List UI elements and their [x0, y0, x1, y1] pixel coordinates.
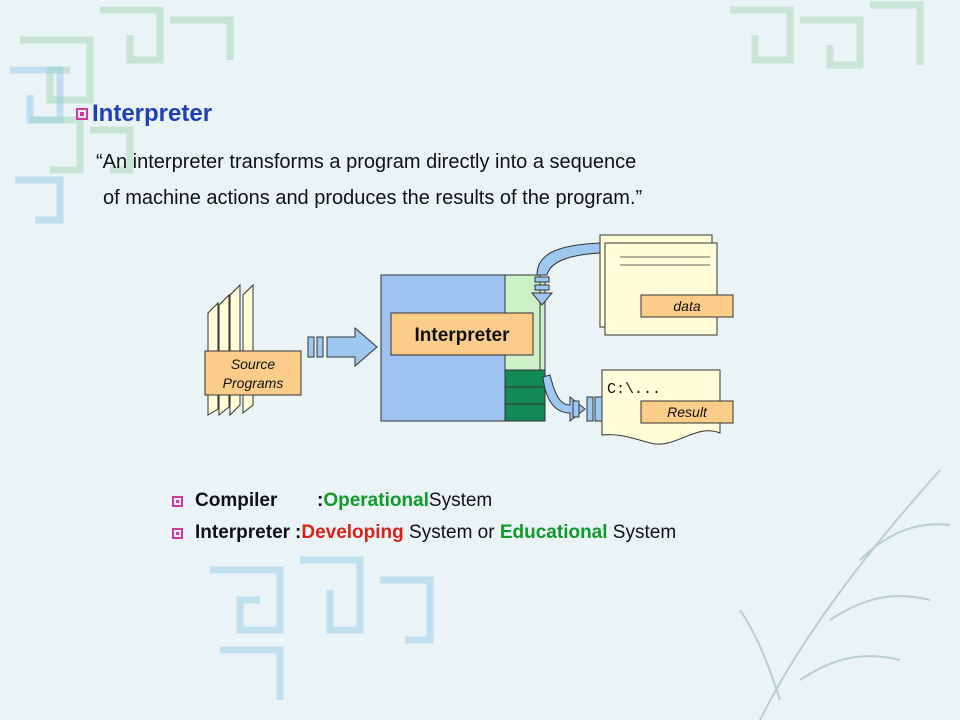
term-separator: : — [295, 522, 302, 543]
keyword-developing: Developing — [301, 522, 404, 543]
text-system: System — [607, 522, 677, 543]
input-arrow — [307, 326, 378, 368]
definition-quote: “An interpreter transforms a program dir… — [96, 144, 816, 216]
comparison-list: Compiler : Operational System Interprete… — [172, 485, 676, 549]
text-system: System — [428, 490, 493, 511]
source-programs-stack: Source Programs — [204, 283, 302, 417]
keyword-educational: Educational — [499, 522, 608, 543]
data-document: data — [599, 234, 734, 336]
slide-title: Interpreter — [76, 100, 212, 128]
list-item: Compiler : Operational System — [172, 485, 676, 517]
maze-pattern-bottom — [210, 556, 434, 700]
interpreter-label: Interpreter — [414, 325, 510, 346]
text-system-or: System or — [403, 522, 500, 543]
plant-branch-decoration — [739, 469, 951, 720]
square-bullet-icon — [172, 495, 183, 507]
quote-line-2: of machine actions and produces the resu… — [103, 187, 643, 209]
data-curve-arrow — [530, 242, 601, 306]
source-label-line-2: Programs — [223, 375, 284, 391]
maze-pattern-left — [10, 66, 64, 224]
source-label-line-1: Source — [231, 356, 276, 372]
term-separator: : — [317, 490, 324, 511]
term-compiler: Compiler — [195, 490, 278, 511]
square-bullet-icon — [76, 108, 88, 120]
square-bullet-icon — [172, 527, 183, 539]
term-interpreter: Interpreter — [195, 522, 291, 543]
data-label: data — [673, 298, 700, 314]
maze-pattern-top-left — [20, 6, 234, 174]
result-document: C:\... Result — [601, 369, 734, 445]
keyword-operational: Operational — [323, 490, 429, 511]
slide-title-text: Interpreter — [92, 100, 213, 127]
prompt-text: C:\... — [607, 381, 661, 398]
list-item: Interpreter : Developing System or Educa… — [172, 517, 676, 549]
maze-pattern-top-right — [730, 1, 924, 69]
result-label: Result — [667, 404, 708, 420]
interpreter-machine: Interpreter — [380, 274, 546, 422]
interpreter-diagram: Source Programs Interpreter data — [204, 234, 734, 445]
quote-line-1: “An interpreter transforms a program dir… — [96, 151, 637, 173]
